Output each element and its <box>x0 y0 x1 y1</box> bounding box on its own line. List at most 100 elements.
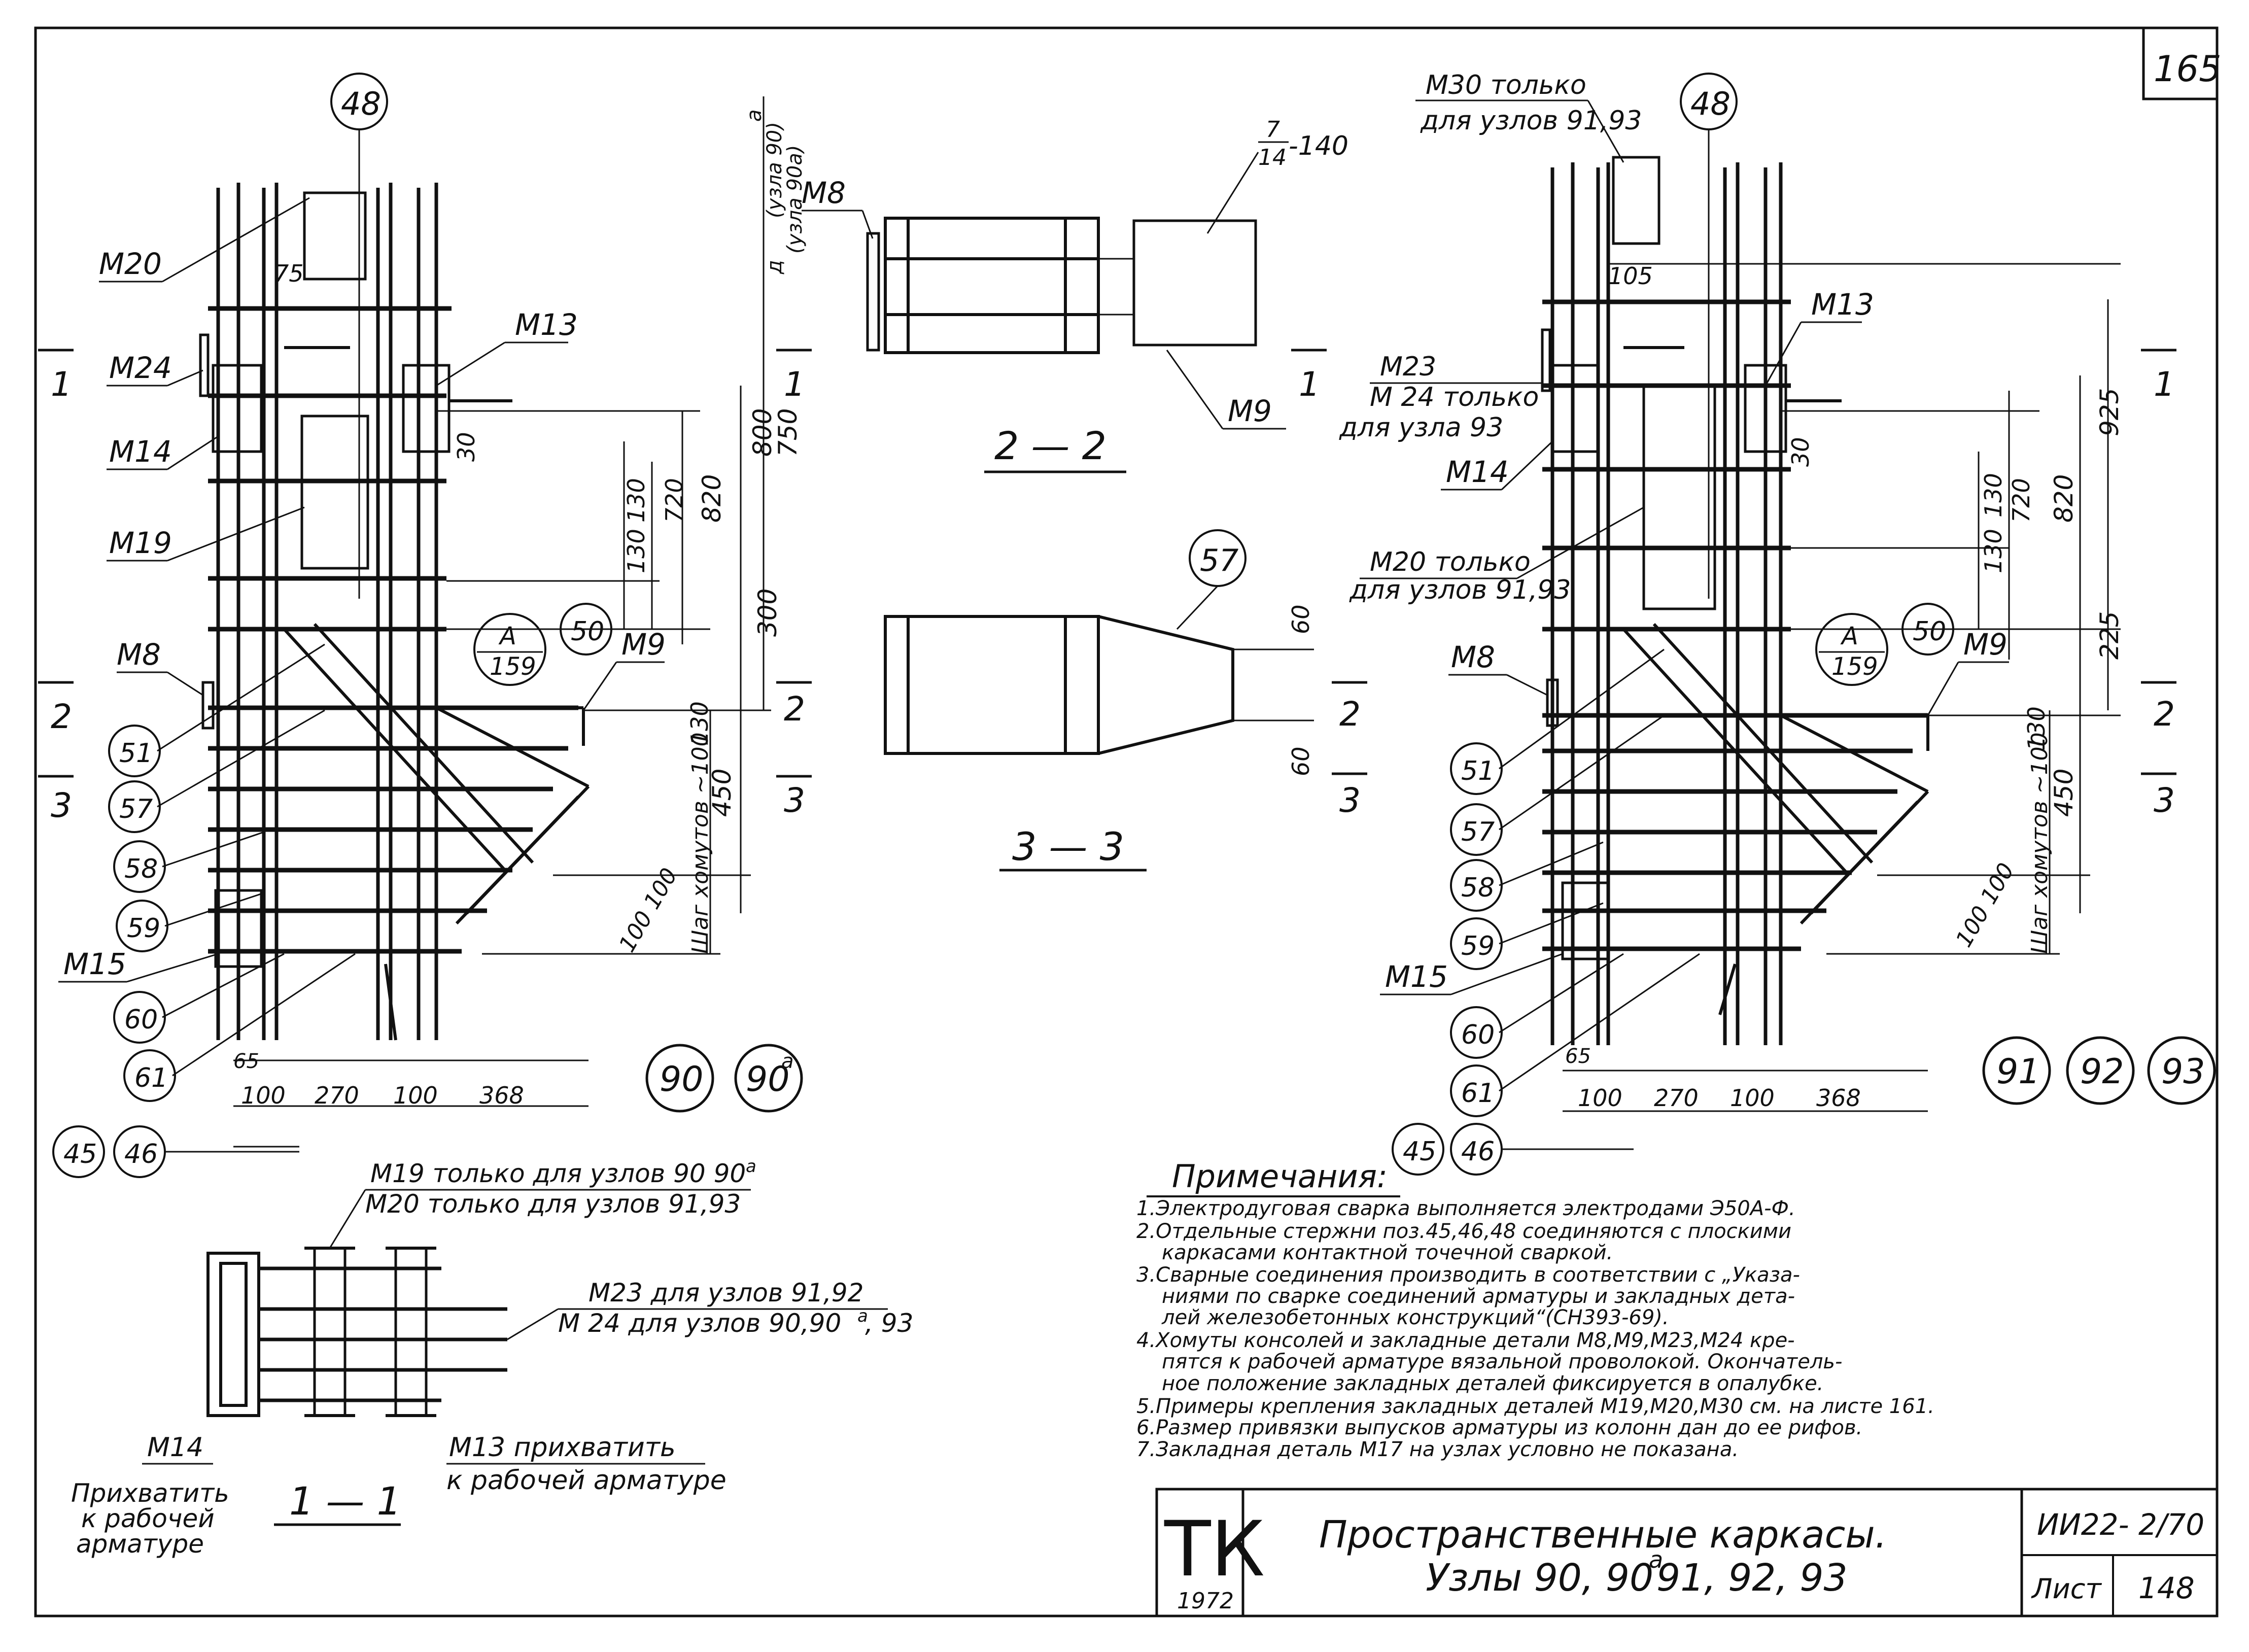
right-label-m13: М13 <box>1811 287 1874 322</box>
sec11-line4-sup: а <box>857 1306 868 1326</box>
left-node-90: 90 <box>660 1059 704 1099</box>
left-label-m24: M24 <box>109 351 172 385</box>
right-label-m30: М30 только <box>1426 70 1586 100</box>
sec33-mark-2: 2 <box>1339 695 1361 734</box>
right-column-bars <box>1550 162 1783 1045</box>
right-dim-100-100: 100 100 <box>1951 858 2019 951</box>
sec22-mark-1: 1 <box>1299 365 1320 404</box>
section-1-1: М19 только для узлов 90 90 а М20 только … <box>71 1156 913 1559</box>
left-balloon-61: 61 <box>134 1063 168 1093</box>
left-dim-30: 30 <box>453 432 480 462</box>
left-dim-270: 270 <box>315 1082 359 1109</box>
sec22-m8-label: М8 <box>802 176 846 210</box>
sec11-grab1: Прихватить <box>71 1478 229 1508</box>
right-label-m30b: для узлов 91,93 <box>1420 106 1642 136</box>
left-balloon-46: 46 <box>124 1139 158 1169</box>
left-section-mark-2b: 2 <box>784 690 805 729</box>
right-balloon-61: 61 <box>1461 1078 1495 1109</box>
sec11-line1: М19 только для узлов 90 90 <box>370 1159 746 1188</box>
right-balloon-48: 48 <box>1690 85 1731 122</box>
right-console <box>1622 623 1929 1015</box>
right-node-91: 91 <box>1996 1052 2040 1092</box>
left-balloon-50: 50 <box>571 616 604 647</box>
title-line2: Узлы 90, 90 <box>1426 1556 1653 1600</box>
sec22-m9-label: М9 <box>1228 394 1272 428</box>
right-detail: 48 <box>1339 70 2216 1176</box>
notes-line-2: 2.Отдельные стержни поз.45,46,48 соединя… <box>1136 1220 1791 1243</box>
right-part-labels: М30 только для узлов 91,93 М13 М23 М 24 … <box>1339 70 2009 995</box>
right-label-m20: М20 только <box>1370 547 1531 577</box>
right-node-93: 93 <box>2161 1052 2205 1092</box>
left-balloons: 51 57 58 59 60 61 45 46 50 А 159 <box>52 603 612 1178</box>
sec33-mark-3: 3 <box>1339 781 1361 820</box>
sec11-line1-sup: а <box>746 1156 756 1177</box>
sec22-frac-num: 7 <box>1266 117 1280 143</box>
sec11-m13: М13 прихватить <box>449 1432 676 1463</box>
left-note-top2: (узла 90а) <box>783 145 807 254</box>
left-dim-820: 820 <box>697 474 726 523</box>
right-balloon-59: 59 <box>1461 931 1495 961</box>
right-balloon-57: 57 <box>1461 817 1495 847</box>
right-balloon-58: 58 <box>1461 873 1495 903</box>
sec11-line4: М 24 для узлов 90,90 <box>558 1309 841 1338</box>
sec11-m13b: к рабочей арматуре <box>446 1465 726 1496</box>
left-dim-130c: 130 <box>686 701 713 746</box>
right-dim-stirrup-step: Шаг хомутов ~100 <box>2027 732 2053 954</box>
title-line1: Пространственные каркасы. <box>1319 1513 1887 1557</box>
left-balloon-60: 60 <box>124 1005 158 1035</box>
left-node-90a-sup: а <box>781 1050 794 1073</box>
left-label-m9: M9 <box>621 627 666 662</box>
notes: Примечания: 1.Электродуговая сварка выпо… <box>1136 1158 1934 1461</box>
sec22-title: 2 — 2 <box>994 423 1106 468</box>
notes-line-9: ное положение закладных деталей фиксируе… <box>1162 1372 1823 1395</box>
left-label-m15: M15 <box>63 947 126 981</box>
right-dim-100a: 100 <box>1578 1084 1622 1112</box>
right-label-m24b: для узла 93 <box>1339 412 1503 443</box>
title-sheet-number: 148 <box>2138 1571 2195 1605</box>
sheet-number-box: 165 <box>2142 28 2222 100</box>
left-note-top: (узла 90) <box>763 122 786 218</box>
title-block: ТК 1972 Пространственные каркасы. Узлы 9… <box>1155 1488 2219 1617</box>
sec11-line4-end: , 93 <box>865 1309 913 1338</box>
left-label-m19: M19 <box>109 526 172 560</box>
right-dim-130b: 130 <box>1980 529 2007 573</box>
right-label-m20b: для узлов 91,93 <box>1349 575 1571 605</box>
notes-line-8: пятся к рабочей арматуре вязальной прово… <box>1162 1350 1842 1373</box>
left-dim-450: 450 <box>707 769 737 817</box>
right-ref-a: А <box>1840 622 1858 650</box>
sec33-dim-60a: 60 <box>1287 604 1314 634</box>
right-dim-100b: 100 <box>1730 1084 1775 1112</box>
notes-line-10: 5.Примеры крепления закладных деталей М1… <box>1136 1395 1934 1418</box>
right-balloon-50: 50 <box>1913 616 1946 647</box>
left-dim-130b: 130 <box>622 529 650 573</box>
left-column-bars <box>216 183 438 1040</box>
section-3-3: 57 60 60 3 — 3 2 3 1 <box>884 349 1367 872</box>
left-section-mark-3: 3 <box>51 786 72 825</box>
sec11-line3: М23 для узлов 91,92 <box>589 1278 863 1307</box>
notes-line-12: 7.Закладная деталь М17 на узлах условно … <box>1136 1438 1739 1461</box>
right-dim-30: 30 <box>1787 437 1814 467</box>
left-ref-159: 159 <box>490 652 536 681</box>
notes-line-4: 3.Сварные соединения производить в соотв… <box>1136 1263 1800 1287</box>
left-section-mark-1: 1 <box>51 365 72 404</box>
left-dim-stirrup-step: Шаг хомутов ~100 <box>687 732 713 954</box>
left-dim-300: 300 <box>753 589 782 637</box>
right-dim-450: 450 <box>2049 769 2079 817</box>
notes-heading: Примечания: <box>1172 1158 1388 1195</box>
notes-line-6: лей железобетонных конструкций“(СН393-69… <box>1161 1306 1669 1329</box>
right-dim-130c: 130 <box>2023 706 2050 751</box>
right-label-m14: М14 <box>1446 455 1509 489</box>
title-sheet-label: Лист <box>2031 1573 2102 1605</box>
left-dim-100b: 100 <box>393 1082 438 1109</box>
sec33-balloon-57: 57 <box>1200 543 1238 578</box>
right-label-m23: М23 <box>1380 352 1436 382</box>
left-balloon-48: 48 <box>341 85 381 122</box>
left-note-prefix-d: д <box>763 260 786 274</box>
right-dim-925: 925 <box>2095 388 2124 436</box>
left-balloon-59: 59 <box>127 913 160 944</box>
section-2-2: М8 7 14 -140 М9 2 — 2 <box>802 117 1348 473</box>
right-ref-159: 159 <box>1831 652 1878 681</box>
right-node-92: 92 <box>2080 1052 2124 1092</box>
left-label-m8: M8 <box>117 637 161 672</box>
